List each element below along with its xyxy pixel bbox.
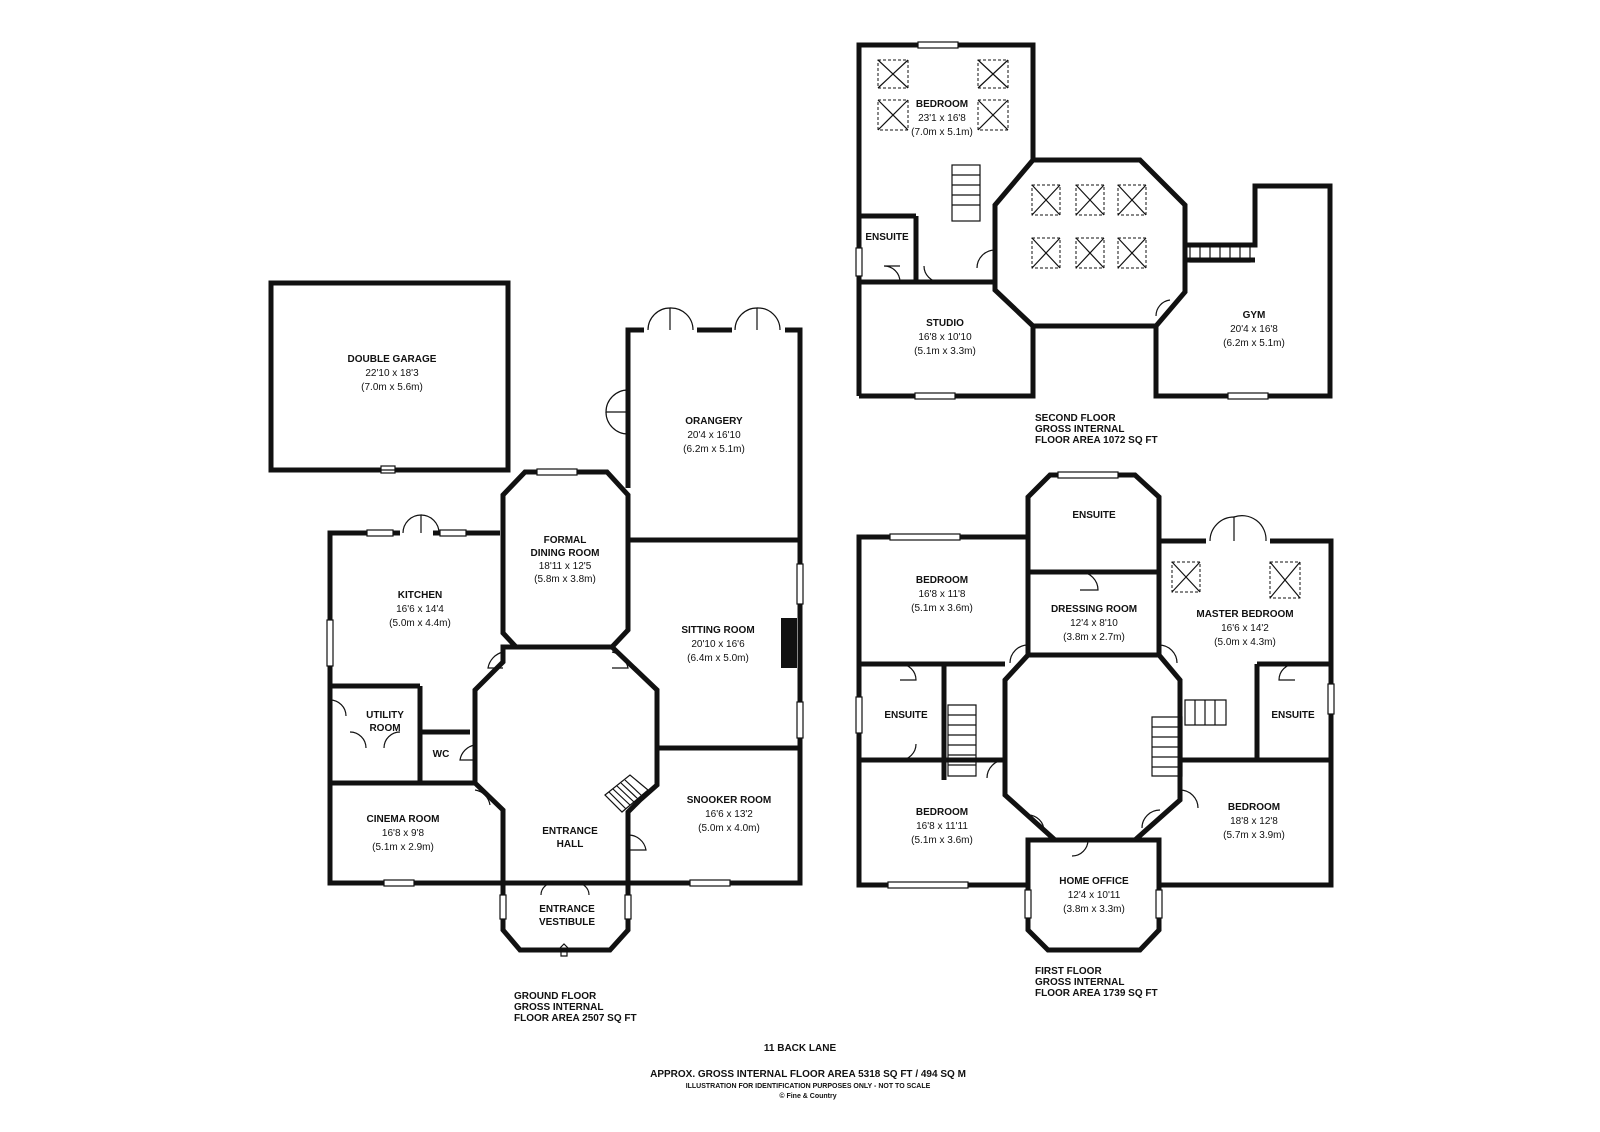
room-wc-name: WC	[433, 749, 450, 760]
room-utility-name-1: UTILITY	[366, 710, 404, 721]
room-dressing-room-name: DRESSING ROOM	[1051, 604, 1137, 615]
address: 11 BACK LANE	[764, 1043, 837, 1054]
second-floor-label-1: SECOND FLOOR	[1035, 413, 1116, 424]
room-snooker-room-dim-imperial: 16'6 x 13'2	[705, 809, 753, 820]
room-studio-dim-metric: (5.1m x 3.3m)	[914, 346, 976, 357]
room-sitting-room-dim-metric: (6.4m x 5.0m)	[687, 653, 749, 664]
ground-floor-label-3: FLOOR AREA 2507 SQ FT	[514, 1013, 637, 1024]
room-master-bedroom-dim-metric: (5.0m x 4.3m)	[1214, 637, 1276, 648]
ground-floor-plan	[268, 280, 804, 957]
first-floor-label-3: FLOOR AREA 1739 SQ FT	[1035, 988, 1158, 999]
room-bedroom-top-dim-metric: (7.0m x 5.1m)	[911, 127, 973, 138]
room-home-office-dim-metric: (3.8m x 3.3m)	[1063, 904, 1125, 915]
room-entrance-vestibule-name-1: ENTRANCE	[539, 904, 595, 915]
room-gym-dim-metric: (6.2m x 5.1m)	[1223, 338, 1285, 349]
room-kitchen-name: KITCHEN	[398, 590, 442, 601]
room-kitchen-dim-metric: (5.0m x 4.4m)	[389, 618, 451, 629]
room-bedroom-se-name: BEDROOM	[1228, 802, 1280, 813]
ground-floor-label-1: GROUND FLOOR	[514, 991, 597, 1002]
room-double-garage-dim-imperial: 22'10 x 18'3	[365, 368, 419, 379]
room-orangery-dim-metric: (6.2m x 5.1m)	[683, 444, 745, 455]
room-formal-dining-name-2: DINING ROOM	[531, 548, 600, 559]
second-floor-label-2: GROSS INTERNAL	[1035, 424, 1124, 435]
room-cinema-room-name: CINEMA ROOM	[367, 814, 440, 825]
room-gym-dim-imperial: 20'4 x 16'8	[1230, 324, 1278, 335]
room-ensuite-top-name: ENSUITE	[1072, 510, 1116, 521]
room-dressing-room-dim-metric: (3.8m x 2.7m)	[1063, 632, 1125, 643]
first-floor-plan	[855, 471, 1335, 953]
room-ensuite-west-name: ENSUITE	[884, 710, 928, 721]
room-bedroom-se-dim-imperial: 18'8 x 12'8	[1230, 816, 1278, 827]
room-home-office-name: HOME OFFICE	[1059, 876, 1129, 887]
room-master-bedroom-name: MASTER BEDROOM	[1196, 609, 1293, 620]
room-home-office-dim-imperial: 12'4 x 10'11	[1068, 890, 1121, 901]
room-double-garage-dim-metric: (7.0m x 5.6m)	[361, 382, 423, 393]
room-dressing-room-dim-imperial: 12'4 x 8'10	[1070, 618, 1118, 629]
disclaimer: ILLUSTRATION FOR IDENTIFICATION PURPOSES…	[686, 1083, 931, 1090]
room-bedroom-se-dim-metric: (5.7m x 3.9m)	[1223, 830, 1285, 841]
room-orangery-dim-imperial: 20'4 x 16'10	[687, 430, 741, 441]
room-bedroom-nw-dim-imperial: 16'8 x 11'8	[918, 589, 965, 600]
second-floor-label-3: FLOOR AREA 1072 SQ FT	[1035, 435, 1158, 446]
room-ensuite-second-name: ENSUITE	[865, 232, 909, 243]
room-bedroom-top-dim-imperial: 23'1 x 16'8	[918, 113, 966, 124]
room-formal-dining-dim-metric: (5.8m x 3.8m)	[534, 574, 596, 585]
room-sitting-room-dim-imperial: 20'10 x 16'6	[691, 639, 745, 650]
room-double-garage-name: DOUBLE GARAGE	[348, 354, 437, 365]
second-floor-plan	[855, 41, 1333, 400]
first-floor-label-1: FIRST FLOOR	[1035, 966, 1102, 977]
room-bedroom-sw-dim-imperial: 16'8 x 11'11	[916, 821, 968, 832]
room-bedroom-sw-dim-metric: (5.1m x 3.6m)	[911, 835, 973, 846]
ground-floor-label-2: GROSS INTERNAL	[514, 1002, 603, 1013]
room-bedroom-top-name: BEDROOM	[916, 99, 968, 110]
total-area: APPROX. GROSS INTERNAL FLOOR AREA 5318 S…	[650, 1069, 966, 1080]
room-cinema-room-dim-metric: (5.1m x 2.9m)	[372, 842, 434, 853]
room-labels: DOUBLE GARAGE 22'10 x 18'3 (7.0m x 5.6m)…	[348, 99, 1315, 928]
room-gym-name: GYM	[1243, 310, 1266, 321]
room-snooker-room-name: SNOOKER ROOM	[687, 795, 771, 806]
room-orangery-name: ORANGERY	[685, 416, 743, 427]
room-studio-name: STUDIO	[926, 318, 964, 329]
first-floor-label-2: GROSS INTERNAL	[1035, 977, 1124, 988]
room-formal-dining-name-1: FORMAL	[544, 535, 587, 546]
room-studio-dim-imperial: 16'8 x 10'10	[918, 332, 972, 343]
room-utility-name-2: ROOM	[369, 723, 400, 734]
room-snooker-room-dim-metric: (5.0m x 4.0m)	[698, 823, 760, 834]
room-bedroom-nw-name: BEDROOM	[916, 575, 968, 586]
room-master-bedroom-dim-imperial: 16'6 x 14'2	[1221, 623, 1269, 634]
room-kitchen-dim-imperial: 16'6 x 14'4	[396, 604, 444, 615]
room-cinema-room-dim-imperial: 16'8 x 9'8	[382, 828, 425, 839]
footer: 11 BACK LANE APPROX. GROSS INTERNAL FLOO…	[650, 1043, 966, 1100]
room-entrance-hall-name-2: HALL	[557, 839, 584, 850]
room-sitting-room-name: SITTING ROOM	[681, 625, 754, 636]
room-bedroom-sw-name: BEDROOM	[916, 807, 968, 818]
copyright: © Fine & Country	[779, 1092, 836, 1100]
room-bedroom-nw-dim-metric: (5.1m x 3.6m)	[911, 603, 973, 614]
floor-area-labels: GROUND FLOOR GROSS INTERNAL FLOOR AREA 2…	[514, 413, 1158, 1024]
room-formal-dining-dim-imperial: 18'11 x 12'5	[539, 561, 592, 572]
room-ensuite-east-name: ENSUITE	[1271, 710, 1315, 721]
room-entrance-hall-name-1: ENTRANCE	[542, 826, 598, 837]
room-entrance-vestibule-name-2: VESTIBULE	[539, 917, 595, 928]
